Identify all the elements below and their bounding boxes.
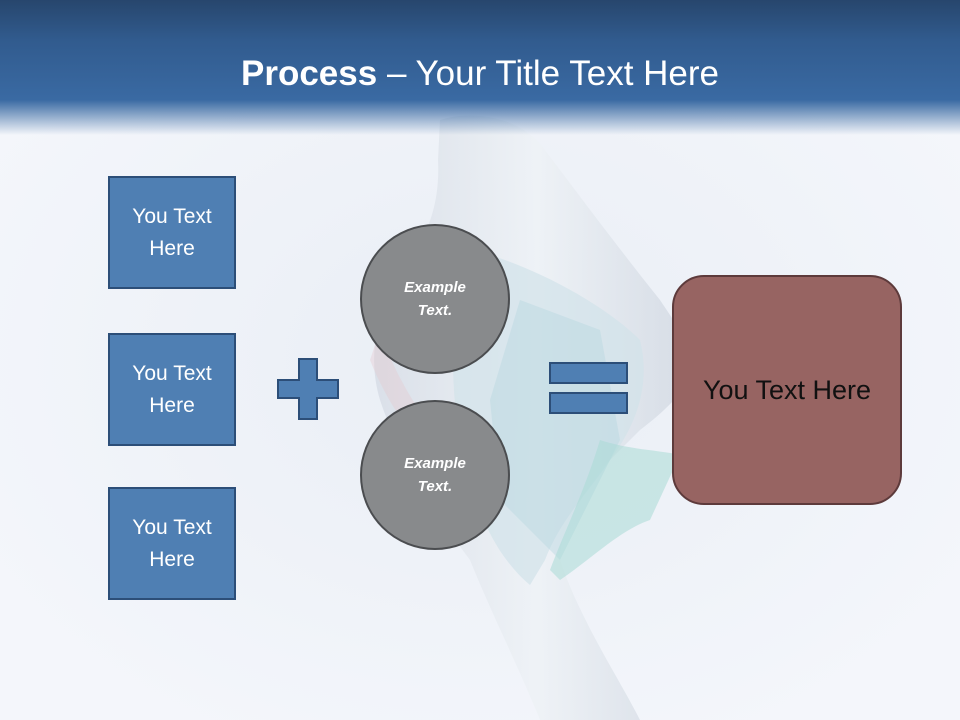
title-bold: Process (241, 54, 378, 93)
example-label: Example Text. (404, 279, 466, 319)
input-box-2: You Text Here (108, 333, 236, 446)
example-circle-2: Example Text. (360, 400, 510, 550)
plus-sign-icon (277, 358, 339, 420)
input-box-label: You Text Here (132, 515, 212, 571)
header-bar (0, 0, 960, 135)
equals-sign-icon (549, 362, 628, 414)
example-circle-1: Example Text. (360, 224, 510, 374)
input-box-label: You Text Here (132, 204, 212, 260)
input-box-1: You Text Here (108, 176, 236, 289)
input-box-3: You Text Here (108, 487, 236, 600)
slide-title: Process – Your Title Text Here (0, 52, 960, 96)
result-box: You Text Here (672, 275, 902, 505)
example-label: Example Text. (404, 455, 466, 495)
input-box-label: You Text Here (132, 361, 212, 417)
title-rest: – Your Title Text Here (377, 54, 719, 93)
result-label: You Text Here (702, 375, 872, 405)
